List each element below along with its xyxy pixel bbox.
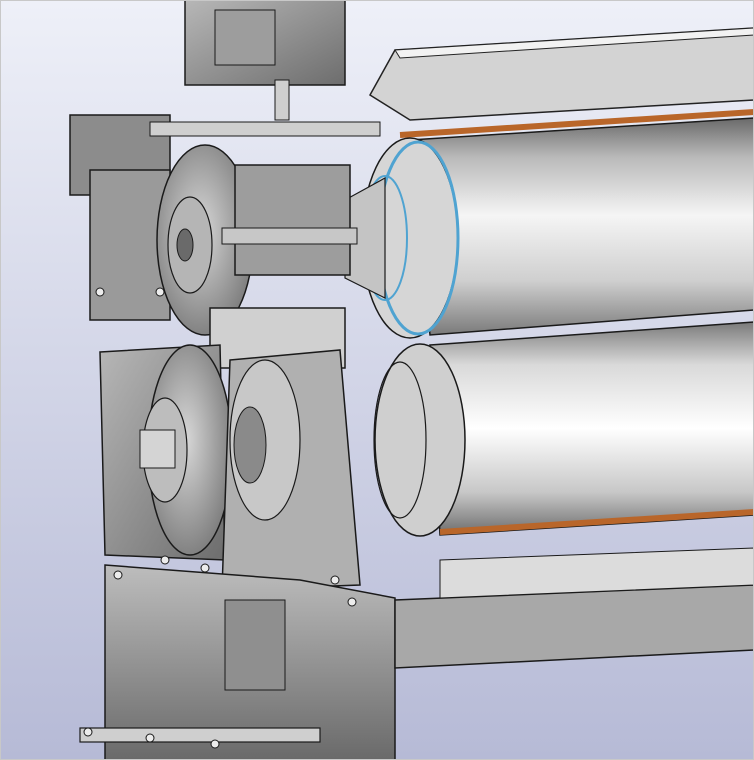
bottom-roll-body: [429, 321, 754, 536]
top-roll-body: [409, 117, 754, 336]
cross-shaft: [149, 121, 381, 137]
floor-rail: [79, 727, 321, 743]
copper-strip-top: [399, 109, 754, 138]
bottom-shaft-stub: [139, 429, 176, 469]
top-hub-center: [176, 228, 194, 262]
bolt: [200, 563, 210, 573]
bolt: [155, 287, 165, 297]
bolt: [95, 287, 105, 297]
fastener-bolts: [83, 287, 357, 749]
bolt: [113, 570, 123, 580]
top-clamp-bar: [221, 227, 358, 245]
bottom-roll-inner-ring: [373, 361, 427, 519]
copper-strip-bottom: [439, 509, 754, 535]
bolt: [83, 727, 93, 737]
bolt: [210, 739, 220, 749]
top-bearing-block: [234, 164, 351, 276]
lower-shield: [439, 547, 754, 599]
bolt: [347, 597, 357, 607]
top-actuator-inner: [214, 9, 276, 66]
bolt: [160, 555, 170, 565]
bottom-bearing-inner: [233, 406, 267, 484]
base-cabinet-panel: [224, 599, 286, 691]
bottom-roll-end-face: [374, 343, 466, 537]
bolt: [330, 575, 340, 585]
bolt: [145, 733, 155, 743]
actuator-shaft: [274, 79, 290, 121]
upper-hood-face: [394, 27, 754, 59]
